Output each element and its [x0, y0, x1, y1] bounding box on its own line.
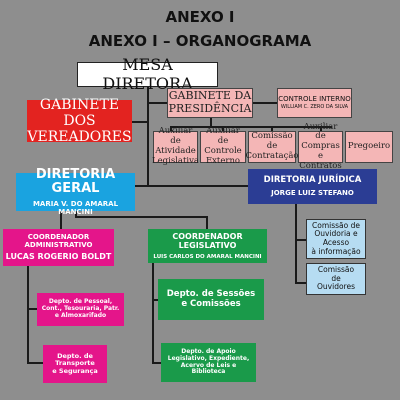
connector-line — [170, 126, 172, 131]
connector-line — [295, 204, 297, 284]
connector-line — [149, 102, 167, 104]
ouvidores-line: de — [331, 273, 341, 283]
pessoal-line: Depto. de Pessoal, — [48, 298, 113, 306]
connector-line — [135, 185, 248, 187]
auxiliar-compras-contratos-box: Auxiliar de Compras e Contratos — [298, 122, 343, 170]
coordenador-legislativo-title: COORDENADOR LEGISLATIVO — [172, 232, 243, 251]
connector-line — [147, 87, 149, 186]
connector-line — [320, 126, 322, 131]
depto-apoio-box: Depto. de Apoio Legislativo, Expediente,… — [161, 343, 256, 382]
subunit-line: Contratos — [299, 160, 342, 171]
connector-line — [132, 121, 147, 123]
depto-transporte-box: Depto. de Transporte e Segurança — [43, 345, 107, 383]
controle-interno-title: CONTROLE INTERNO — [278, 95, 351, 104]
pessoal-line: e Almoxarifado — [54, 311, 107, 319]
comissao-contratacao-box: Comissão de Contratação — [245, 131, 299, 163]
organogram-title: ANEXO I – ORGANOGRAMA — [88, 32, 312, 50]
subunit-line: Compras e — [301, 141, 340, 161]
subunit-line: Externo — [205, 155, 241, 166]
connector-line — [271, 126, 273, 131]
connector-line — [27, 266, 29, 364]
diretoria-juridica-name: JORGE LUIZ STEFANO — [271, 188, 354, 197]
subunit-line: Legislativa — [152, 155, 199, 166]
gabinete-presidencia-line1: GABINETE DA — [168, 89, 252, 103]
pessoal-line: Cont., Tesouraria, Patr. — [41, 305, 120, 313]
gabinete-presidencia-line2: PRESIDÊNCIA — [168, 102, 252, 115]
subunit-line: Auxiliar de — [206, 126, 240, 147]
connector-line — [206, 216, 208, 229]
diretoria-geral-name: MARIA V. DO AMARAL MANCINI — [32, 200, 119, 217]
connector-line — [60, 211, 62, 229]
gabinete-presidencia-box: GABINETE DA PRESIDÊNCIA — [167, 88, 253, 118]
coordenador-administrativo-name: LUCAS ROGERIO BOLDT — [5, 252, 112, 262]
subunit-line: Controle — [204, 146, 242, 156]
coordenador-legislativo-name: LUIS CARLOS DO AMARAL MANCINI — [153, 253, 262, 260]
apoio-line: Acervo de Leis e — [180, 361, 237, 369]
sessoes-line: Depto. de Sessões — [166, 288, 256, 299]
connector-line — [152, 362, 161, 364]
mesa-diretora-box: MESA DIRETORA — [77, 55, 218, 92]
auxiliar-atividade-legislativa-box: Auxiliar de Atividade Legislativa — [152, 127, 199, 166]
subunit-line: Comissão — [251, 131, 293, 142]
connector-line — [295, 239, 306, 241]
subunit-line: Contratação — [245, 150, 299, 161]
ouvidoria-line: Ouvidoria e — [314, 229, 358, 239]
gabinete-vereadores-box: GABINETE DOS VEREADORES — [27, 96, 132, 146]
diretoria-juridica-box: DIRETORIA JURÍDICA JORGE LUIZ STEFANO — [248, 169, 377, 204]
subunit-line: Auxiliar de — [303, 121, 338, 142]
ouvidores-line: Ouvidores — [317, 282, 355, 292]
depto-sessoes-box: Depto. de Sessões e Comissões — [158, 279, 264, 320]
connector-line — [152, 299, 158, 301]
ouvidoria-line: Comissão de — [312, 220, 360, 230]
connector-line — [75, 211, 77, 217]
annex-title: ANEXO I — [165, 8, 235, 26]
connector-line — [27, 308, 37, 310]
coordenador-legislativo-box: COORDENADOR LEGISLATIVO LUIS CARLOS DO A… — [148, 229, 267, 263]
transporte-line: Transporte — [55, 359, 95, 368]
gabinete-vereadores-line2: VEREADORES — [27, 129, 132, 146]
connector-line — [27, 362, 43, 364]
diretoria-geral-box: DIRETORIA GERAL MARIA V. DO AMARAL MANCI… — [16, 167, 135, 216]
pregoeiro-box: Pregoeiro — [345, 131, 393, 163]
connector-line — [222, 126, 224, 131]
apoio-line: Biblioteca — [191, 368, 226, 376]
auxiliar-controle-externo-box: Auxiliar de Controle Externo — [200, 127, 246, 166]
transporte-line: Depto. de — [57, 351, 93, 360]
apoio-line: Legislativo, Expediente, — [167, 354, 250, 362]
subunit-line: Auxiliar de — [158, 126, 193, 147]
diretoria-geral-title: DIRETORIA GERAL — [35, 166, 116, 197]
connector-line — [295, 282, 306, 284]
subunit-line: Pregoeiro — [347, 141, 391, 152]
connector-line — [152, 263, 154, 363]
coordenador-administrativo-title: COORDENADOR ADMINISTRATIVO — [24, 233, 93, 250]
ouvidores-line: Comissão — [317, 265, 355, 275]
connector-line — [253, 102, 277, 104]
controle-interno-name: WILLIAM C. ZERO DA SILVA — [280, 104, 349, 111]
comissao-ouvidores-box: Comissão de Ouvidores — [306, 263, 366, 295]
controle-interno-box: CONTROLE INTERNO WILLIAM C. ZERO DA SILV… — [277, 88, 352, 118]
ouvidoria-line: Acesso — [322, 238, 350, 247]
sessoes-line: e Comissões — [181, 298, 241, 309]
gabinete-vereadores-line1: GABINETE DOS — [39, 96, 120, 129]
transporte-line: e Segurança — [52, 366, 98, 375]
ouvidoria-line: à informação — [311, 246, 361, 256]
connector-line — [75, 216, 207, 218]
depto-pessoal-box: Depto. de Pessoal, Cont., Tesouraria, Pa… — [37, 293, 124, 326]
subunit-line: de — [266, 141, 278, 152]
diretoria-juridica-title: DIRETORIA JURÍDICA — [263, 175, 362, 186]
coordenador-administrativo-box: COORDENADOR ADMINISTRATIVO LUCAS ROGERIO… — [3, 229, 114, 266]
connector-line — [210, 118, 212, 127]
apoio-line: Depto. de Apoio — [181, 347, 236, 355]
connector-line — [170, 126, 332, 128]
comissao-ouvidoria-box: Comissão de Ouvidoria e Acesso à informa… — [306, 219, 366, 259]
subunit-line: Atividade — [155, 146, 196, 156]
